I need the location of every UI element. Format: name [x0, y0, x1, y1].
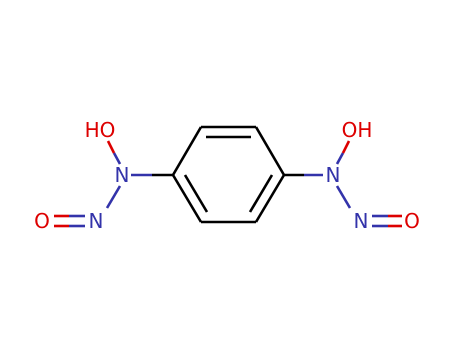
atom-label-o2: O	[404, 209, 420, 233]
atom-label-n3: N	[326, 163, 341, 187]
bond-n3-to-oh2-oxygen-part	[341, 140, 351, 154]
left-substituent: N HO N O	[34, 118, 173, 233]
atom-label-n4: N	[354, 209, 369, 233]
ring-bond-lower-right	[254, 174, 286, 223]
atom-label-o1: O	[34, 209, 50, 233]
ring-bond-upper-right	[254, 126, 286, 176]
bond-n3-to-n4	[335, 185, 352, 209]
benzene-ring	[171, 125, 286, 224]
ring-bond-lower-right-inner	[248, 174, 274, 213]
atom-label-oh1: HO	[85, 118, 116, 142]
bond-n1-to-oh1-oxygen-part	[106, 140, 116, 154]
ring-bond-lower-left-inner	[183, 174, 209, 213]
bond-n1-to-n2	[105, 185, 122, 209]
right-substituent: N OH N O	[284, 118, 420, 233]
bond-n1-to-oh1-nitrogen-part	[112, 152, 122, 165]
atom-label-oh2: OH	[342, 118, 373, 142]
atom-label-n2: N	[89, 209, 104, 233]
atom-label-n1: N	[115, 163, 130, 187]
ring-bond-upper-left	[171, 126, 203, 176]
ring-bond-lower-left	[171, 174, 203, 223]
bond-n3-to-oh2-nitrogen-part	[335, 152, 345, 165]
